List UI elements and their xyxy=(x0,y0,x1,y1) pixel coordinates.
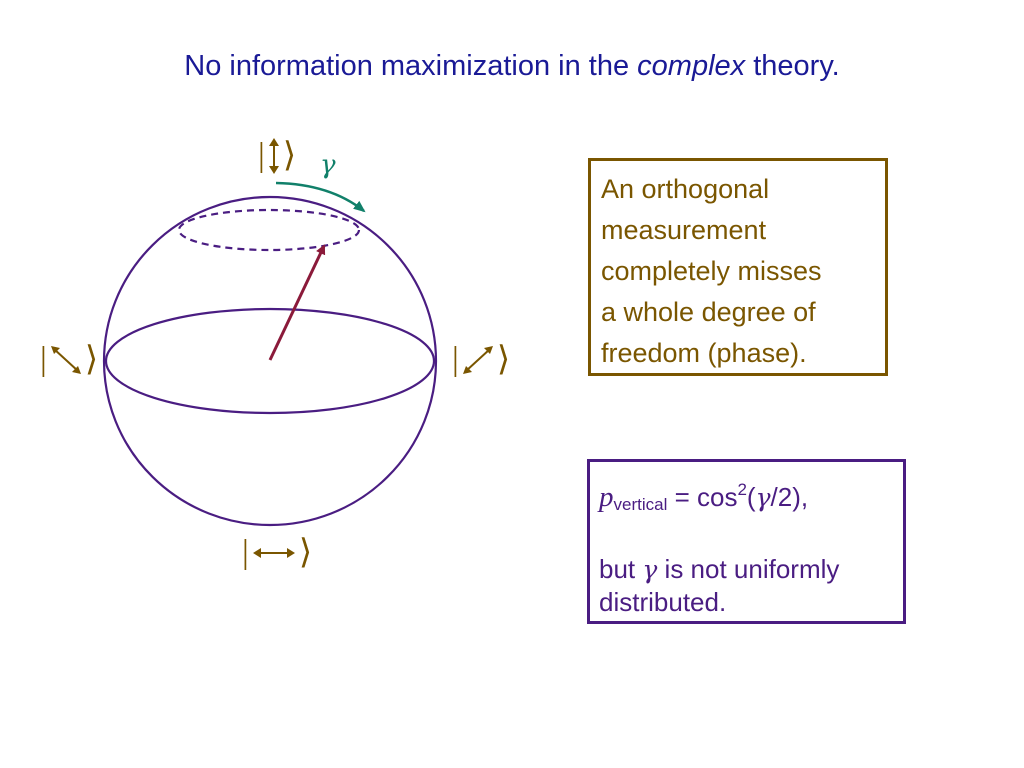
phase-angle-label: γ xyxy=(320,150,336,180)
title-text-end: theory. xyxy=(745,50,840,82)
formula-paren: ( xyxy=(746,482,756,512)
sphere-outline xyxy=(102,195,438,527)
equator-ellipse xyxy=(104,307,436,415)
note-line: completely misses xyxy=(601,256,822,286)
ket-vertical: | ⟩ xyxy=(258,136,296,176)
p-variable: p xyxy=(599,481,614,513)
orthogonal-measurement-note: An orthogonal measurement completely mis… xyxy=(588,158,888,376)
ket-diagonal: | ⟩ xyxy=(452,343,510,377)
state-vector-arrow xyxy=(268,244,326,361)
formula-exponent: 2 xyxy=(737,480,747,499)
ket-angle: ⟩ xyxy=(282,137,297,174)
ket-bar: | xyxy=(258,137,265,174)
ket-bar: | xyxy=(452,341,459,378)
but-text: but xyxy=(599,554,643,584)
ket-bar: | xyxy=(40,341,47,378)
title-text: No information maximization in the xyxy=(184,50,638,82)
title-italic: complex xyxy=(637,50,746,82)
distribution-gamma: γ xyxy=(642,555,658,584)
slide-title: No information maximization in the compl… xyxy=(0,50,1024,83)
note-line: a whole degree of xyxy=(601,297,816,327)
note-line: measurement xyxy=(601,215,767,245)
formula-eq: = cos xyxy=(667,482,738,512)
formula-rest: /2), xyxy=(770,482,809,512)
note-line: An orthogonal xyxy=(601,174,770,204)
note-line: freedom (phase). xyxy=(601,338,807,368)
ket-antidiagonal: | ⟩ xyxy=(40,343,98,377)
formula-line: pvertical = cos2(γ/2), xyxy=(599,474,903,521)
distribution-text: is not uniformly xyxy=(657,554,840,584)
ket-horizontal: | ⟩ xyxy=(242,536,312,570)
latitude-circle-dashed xyxy=(177,208,361,252)
diagonal-down-double-arrow-icon xyxy=(50,346,81,374)
phase-rotation-arrow xyxy=(275,181,366,213)
horizontal-double-arrow-icon xyxy=(252,548,295,558)
ket-angle: ⟩ xyxy=(84,341,99,378)
formula-gamma: γ xyxy=(755,483,771,512)
probability-formula-note: pvertical = cos2(γ/2), but γ is not unif… xyxy=(587,459,906,624)
distribution-text-end: distributed. xyxy=(599,587,727,617)
diagonal-up-double-arrow-icon xyxy=(462,346,493,374)
p-subscript: vertical xyxy=(613,495,668,514)
ket-bar: | xyxy=(242,534,249,571)
ket-angle: ⟩ xyxy=(496,341,511,378)
distribution-line: but γ is not uniformly xyxy=(599,553,903,586)
ket-angle: ⟩ xyxy=(298,534,313,571)
vertical-double-arrow-icon xyxy=(268,138,279,174)
